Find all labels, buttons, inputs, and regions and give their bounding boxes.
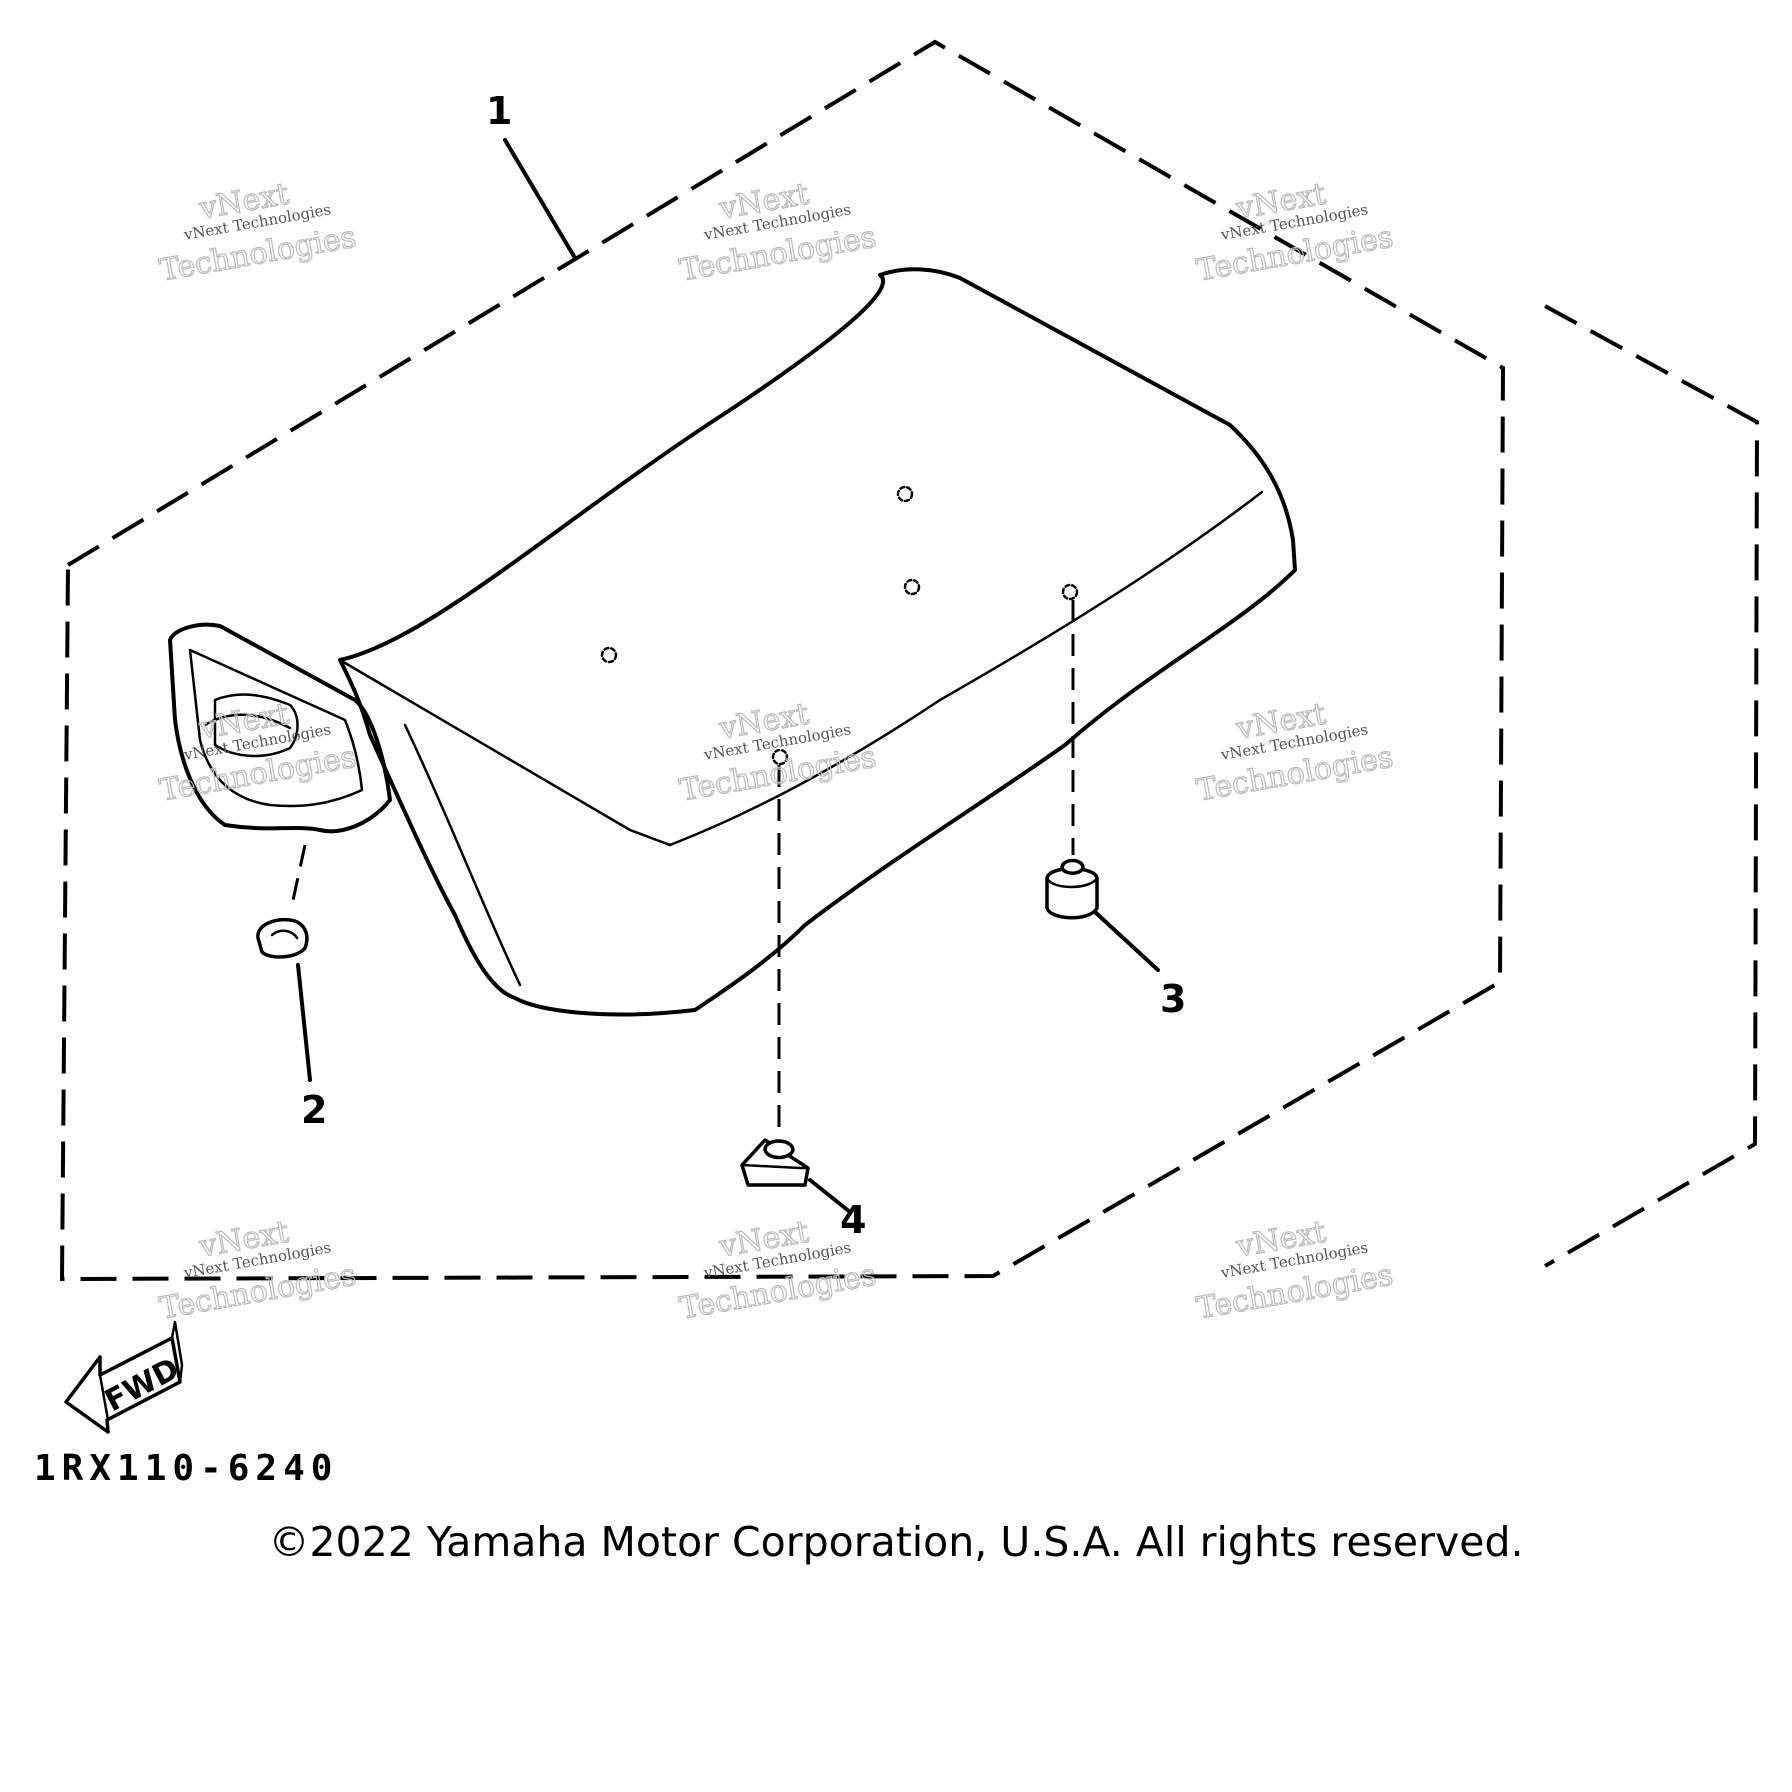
damper-part-3	[1045, 858, 1099, 920]
seat-pan-lip	[203, 713, 292, 730]
bracket-part-4	[740, 1138, 810, 1187]
seat-side-line	[403, 723, 522, 987]
seat-pan-recess	[213, 693, 299, 758]
guide-line-2	[290, 844, 307, 906]
leader-line-1	[503, 138, 577, 260]
diagram-code: 1RX110-6240	[34, 1448, 339, 1489]
seat-cushion	[338, 267, 1297, 1017]
assembly-boundary	[59, 39, 1506, 1282]
leader-line-2	[296, 963, 312, 1082]
seat-crease-front	[338, 658, 672, 847]
leader-line-4	[808, 1178, 852, 1214]
copyright-notice: ©2022 Yamaha Motor Corporation, U.S.A. A…	[268, 1518, 1524, 1566]
seat-pan	[168, 622, 392, 834]
damper-part-2	[256, 917, 309, 959]
callout-3: 3	[1160, 977, 1186, 1021]
secondary-boundary	[1543, 304, 1760, 1268]
callout-4: 4	[840, 1198, 866, 1242]
fwd-arrow: FWD	[64, 1320, 185, 1434]
seat-mounting-holes	[600, 485, 1079, 766]
seat-crease-edge	[668, 490, 1264, 847]
callout-2: 2	[301, 1088, 327, 1132]
seat-pan-inner	[188, 648, 364, 808]
leader-line-3	[1093, 910, 1160, 972]
callout-1: 1	[486, 89, 512, 133]
